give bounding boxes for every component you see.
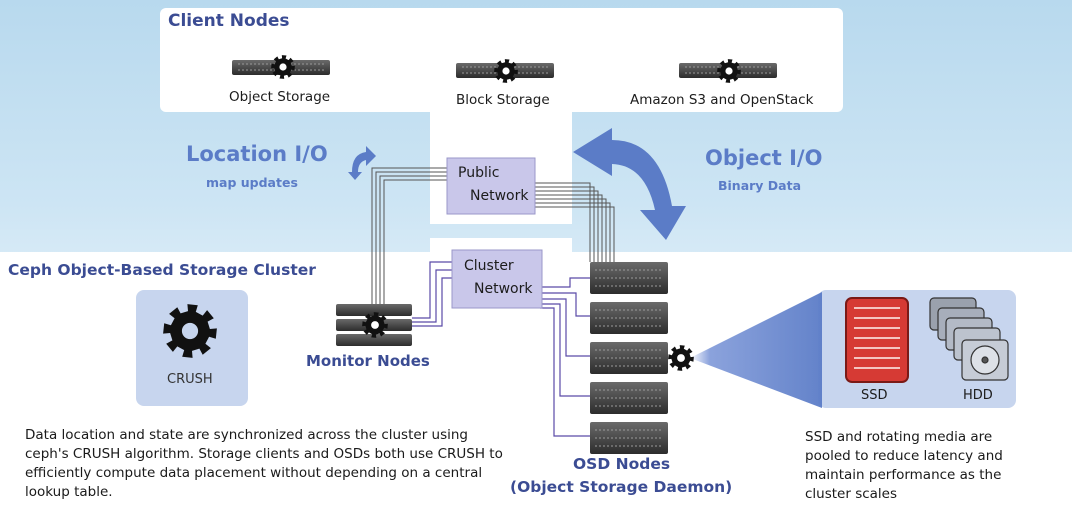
cluster-network-label-line2: Network — [474, 281, 533, 297]
client-nodes-title: Client Nodes — [168, 11, 290, 31]
cluster-network-label-line1: Cluster — [464, 258, 514, 274]
public-network-label-line1: Public — [458, 165, 500, 181]
location-io-subtitle: map updates — [206, 175, 298, 190]
gear-icon-crush — [163, 304, 217, 358]
osd-light-beam — [690, 292, 822, 408]
gear-icon-monitor — [362, 312, 388, 338]
hdd-label: HDD — [963, 388, 993, 403]
cluster-network-wires — [412, 261, 590, 437]
gear-icon-block-storage — [494, 59, 518, 83]
gear-icon-s3-openstack — [717, 59, 741, 83]
object-io-title: Object I/O — [705, 146, 823, 170]
media-description: SSD and rotating media are pooled to red… — [805, 429, 1003, 502]
gear-icon-object-storage — [271, 55, 295, 79]
osd-node-servers — [590, 262, 668, 454]
crush-label: CRUSH — [167, 372, 213, 387]
gear-icon-osd — [668, 345, 694, 371]
cluster-network-box — [451, 249, 543, 309]
crush-description: Data location and state are synchronized… — [25, 427, 503, 500]
hdd-drives-icon — [929, 297, 1009, 381]
public-network-wires — [371, 167, 615, 305]
public-network-box — [446, 157, 536, 215]
location-io-arrow — [348, 146, 376, 180]
ssd-drive-icon — [845, 297, 909, 383]
ssd-label: SSD — [861, 388, 888, 403]
block-storage-label: Block Storage — [456, 92, 550, 108]
osd-daemon-label: (Object Storage Daemon) — [510, 478, 733, 496]
location-io-title: Location I/O — [186, 142, 328, 166]
public-network-label-line2: Network — [470, 188, 529, 204]
monitor-nodes-label: Monitor Nodes — [306, 352, 430, 370]
object-io-arrow — [573, 128, 686, 240]
object-storage-label: Object Storage — [229, 89, 331, 105]
osd-nodes-label: OSD Nodes — [573, 455, 671, 473]
object-io-subtitle: Binary Data — [718, 178, 802, 193]
amazon-s3-openstack-label: Amazon S3 and OpenStack — [630, 92, 814, 108]
cluster-title: Ceph Object-Based Storage Cluster — [8, 261, 316, 279]
